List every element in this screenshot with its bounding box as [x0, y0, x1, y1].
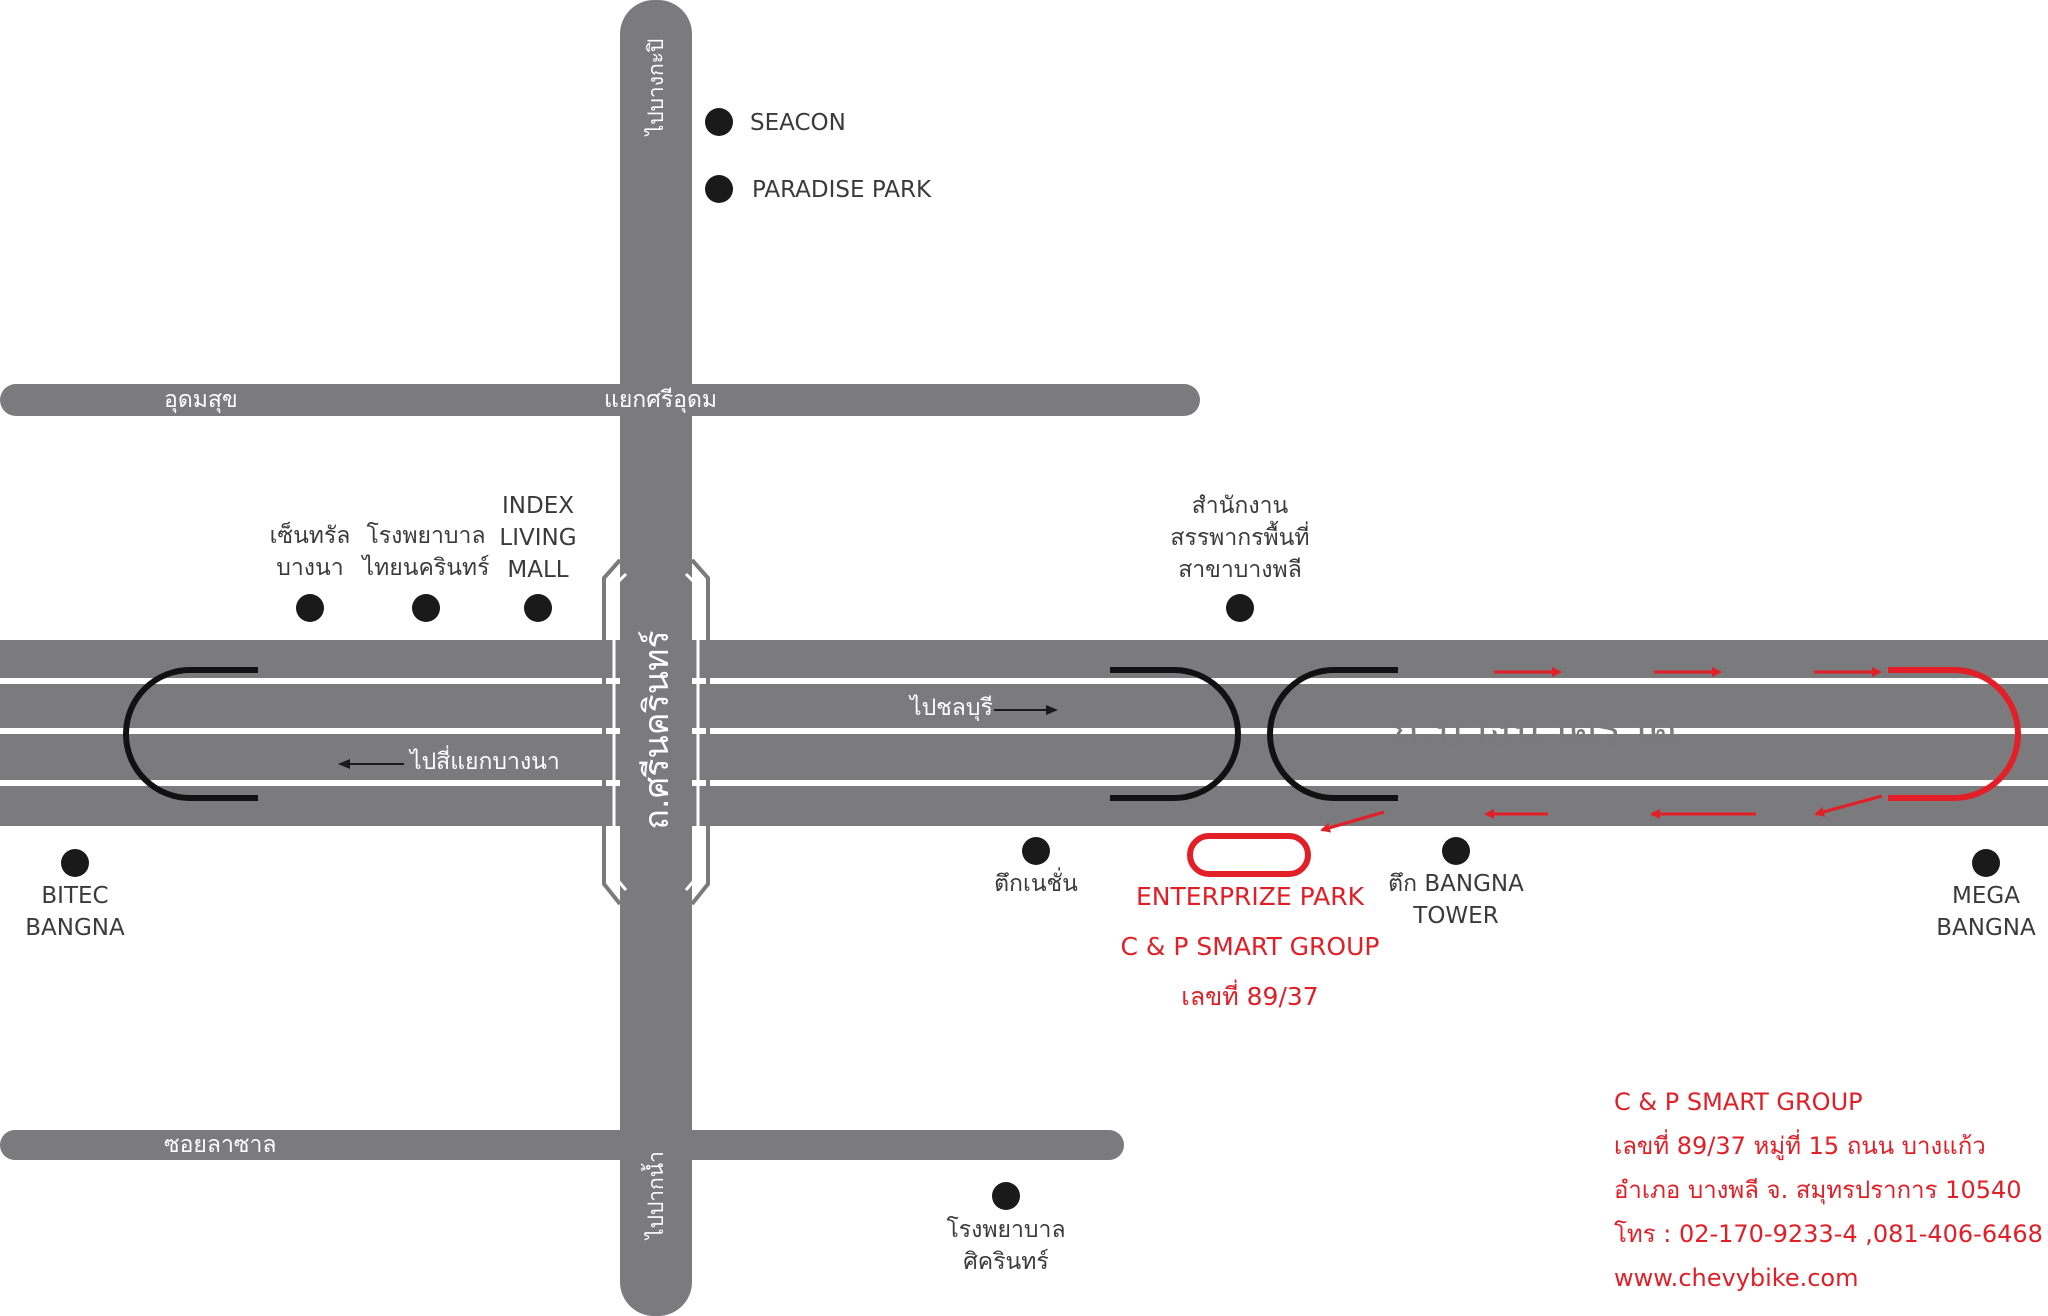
- soi-lasalle-road: [0, 1130, 1124, 1160]
- nation-tower-label: ตึกเนชั่น: [994, 871, 1078, 897]
- u-turn-route: [1888, 667, 2021, 801]
- contact-address-2: อำเภอ บางพลี จ. สมุทรปราการ 10540: [1614, 1176, 2022, 1204]
- contact-block: C & P SMART GROUP เลขที่ 89/37 หมู่ที่ 1…: [1614, 1080, 2043, 1300]
- overpass-outline: [602, 558, 710, 906]
- central-bangna-label: เซ็นทรัลบางนา: [269, 523, 351, 581]
- contact-company: C & P SMART GROUP: [1614, 1088, 1863, 1116]
- central-bangna-dot: [296, 594, 324, 622]
- to-paknam-label: ไปปากน้ำ: [644, 1151, 668, 1239]
- seacon-dot: [705, 108, 733, 136]
- udomsuk-label: อุดมสุข: [164, 387, 238, 413]
- soi-lasalle-label: ซอยลาซาล: [164, 1132, 277, 1158]
- route-arrows: [1320, 667, 1883, 833]
- u-turn-center-right: [1267, 667, 1398, 801]
- revenue-office-dot: [1226, 594, 1254, 622]
- nation-tower-dot: [1022, 837, 1050, 865]
- to-bangkapi-label: ไปบางกะปิ: [644, 38, 668, 136]
- landmark-dots: [61, 108, 2000, 1210]
- destination-name: ENTERPRIZE PARK: [1136, 882, 1364, 911]
- u-turn-west: [123, 667, 258, 801]
- destination-label: ENTERPRIZE PARK C & P SMART GROUP เลขที่…: [1121, 872, 1380, 1022]
- bangna-tower-dot: [1442, 837, 1470, 865]
- index-living-mall-dot: [524, 594, 552, 622]
- to-bangna-junction-label: ไปสี่แยกบางนา: [410, 749, 560, 775]
- paradise-park-label: PARADISE PARK: [752, 177, 932, 203]
- overpass-outline-inner: [612, 572, 700, 891]
- thainakarin-hospital-label: โรงพยาบาลไทยนครินทร์: [362, 523, 490, 581]
- bangna-trat-label: ถ.บางนาตราด: [1392, 705, 1679, 756]
- destination-company: C & P SMART GROUP: [1120, 932, 1380, 961]
- srinakarin-label: ถ.ศรีนครินทร์: [637, 630, 677, 830]
- to-chonburi-label: ไปชลบุรี: [910, 695, 993, 721]
- contact-phone: โทร : 02-170-9233-4 ,081-406-6468: [1614, 1220, 2043, 1248]
- u-turn-center-left: [1110, 667, 1241, 801]
- bitec-bangna-dot: [61, 849, 89, 877]
- udomsuk-road: [0, 384, 1200, 416]
- contact-address-1: เลขที่ 89/37 หมู่ที่ 15 ถนน บางแก้ว: [1614, 1132, 1986, 1160]
- contact-website[interactable]: www.chevybike.com: [1614, 1264, 1859, 1292]
- sikarin-hospital-dot: [992, 1182, 1020, 1210]
- lane-lines: [0, 678, 2048, 786]
- mega-bangna-dot: [1972, 849, 2000, 877]
- destination-number: เลขที่ 89/37: [1181, 982, 1319, 1011]
- srinakarin-road: [620, 0, 692, 1316]
- paradise-park-dot: [705, 175, 733, 203]
- sri-udom-junction-label: แยกศรีอุดม: [604, 387, 718, 413]
- seacon-label: SEACON: [750, 110, 846, 136]
- thainakarin-hospital-dot: [412, 594, 440, 622]
- destination-marker: [1187, 833, 1311, 877]
- sikarin-hospital-label: โรงพยาบาลศิครินทร์: [946, 1217, 1066, 1275]
- revenue-office-label: สำนักงานสรรพากรพื้นที่สาขาบางพลี: [1170, 493, 1310, 583]
